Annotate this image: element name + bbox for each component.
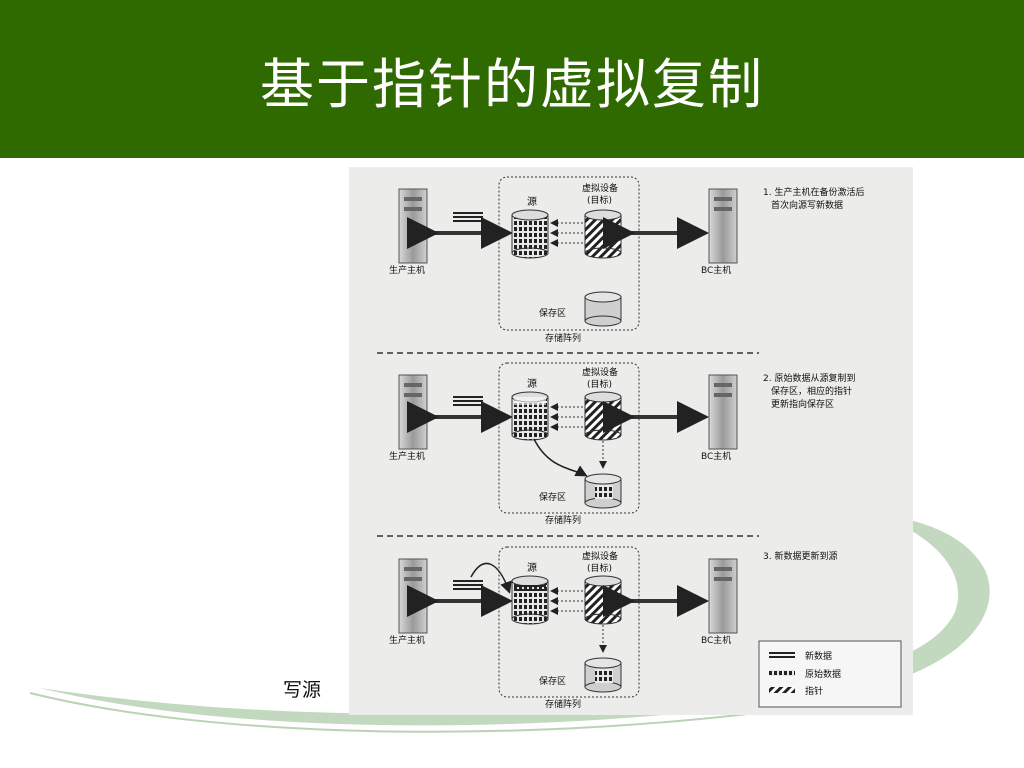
production-host-server [398, 374, 428, 450]
bc-host-label: BC主机 [701, 450, 731, 462]
save-area-label: 保存区 [539, 675, 566, 687]
virtual-device-label: 虚拟设备 [582, 550, 618, 562]
bc-host-label: BC主机 [701, 264, 731, 276]
save-area-cylinder [584, 473, 622, 509]
panel-2: 生产主机 源 虚拟设备 (目标) [389, 362, 855, 526]
source-label: 源 [527, 561, 537, 574]
source-label: 源 [527, 377, 537, 390]
save-area-cylinder [584, 291, 622, 327]
storage-array-label: 存储阵列 [545, 332, 581, 344]
legend-original-data: 原始数据 [805, 668, 841, 680]
legend: 新数据 原始数据 指针 [758, 640, 902, 708]
bc-host-server [708, 188, 738, 264]
legend-new-data: 新数据 [805, 650, 832, 662]
panel-1: 生产主机 源 虚拟设备 (目标) [389, 176, 864, 344]
target-label: (目标) [587, 562, 612, 574]
virtual-device-cylinder [584, 209, 622, 259]
virtual-device-cylinder [584, 575, 622, 625]
source-cylinder [511, 391, 549, 441]
bc-host-server [708, 374, 738, 450]
save-area-label: 保存区 [539, 307, 566, 319]
save-area-cylinder [584, 657, 622, 693]
figure-caption: 写源 [283, 679, 322, 701]
source-cylinder [511, 575, 549, 625]
step-1-line-2: 首次向源写新数据 [771, 199, 843, 211]
storage-array-label: 存储阵列 [545, 514, 581, 526]
step-3-line-1: 3. 新数据更新到源 [763, 550, 837, 562]
step-1-line-1: 1. 生产主机在备份激活后 [763, 186, 864, 198]
virtual-device-label: 虚拟设备 [582, 366, 618, 378]
production-host-server [398, 558, 428, 634]
source-label: 源 [527, 195, 537, 208]
title-bar: 基于指针的虚拟复制 [0, 0, 1024, 158]
production-host-label: 生产主机 [389, 450, 425, 462]
bc-host-server [708, 558, 738, 634]
virtual-device-cylinder [584, 391, 622, 441]
target-label: (目标) [587, 194, 612, 206]
production-host-label: 生产主机 [389, 634, 425, 646]
step-2-line-1: 2. 原始数据从源复制到 [763, 372, 855, 384]
slide-title: 基于指针的虚拟复制 [260, 53, 764, 116]
step-2-line-2: 保存区，相应的指针 [771, 385, 852, 397]
legend-pointer: 指针 [805, 685, 823, 697]
save-area-label: 保存区 [539, 491, 566, 503]
virtual-device-label: 虚拟设备 [582, 182, 618, 194]
step-2-line-3: 更新指向保存区 [771, 398, 834, 410]
target-label: (目标) [587, 378, 612, 390]
virtual-copy-diagram: 生产主机 源 虚拟设备 (目标) [349, 167, 913, 715]
panel-3: 生产主机 源 虚拟设备 (目标) [389, 546, 837, 710]
production-host-label: 生产主机 [389, 264, 425, 276]
bc-host-label: BC主机 [701, 634, 731, 646]
storage-array-label: 存储阵列 [545, 698, 581, 710]
source-cylinder [511, 209, 549, 259]
production-host-server [398, 188, 428, 264]
